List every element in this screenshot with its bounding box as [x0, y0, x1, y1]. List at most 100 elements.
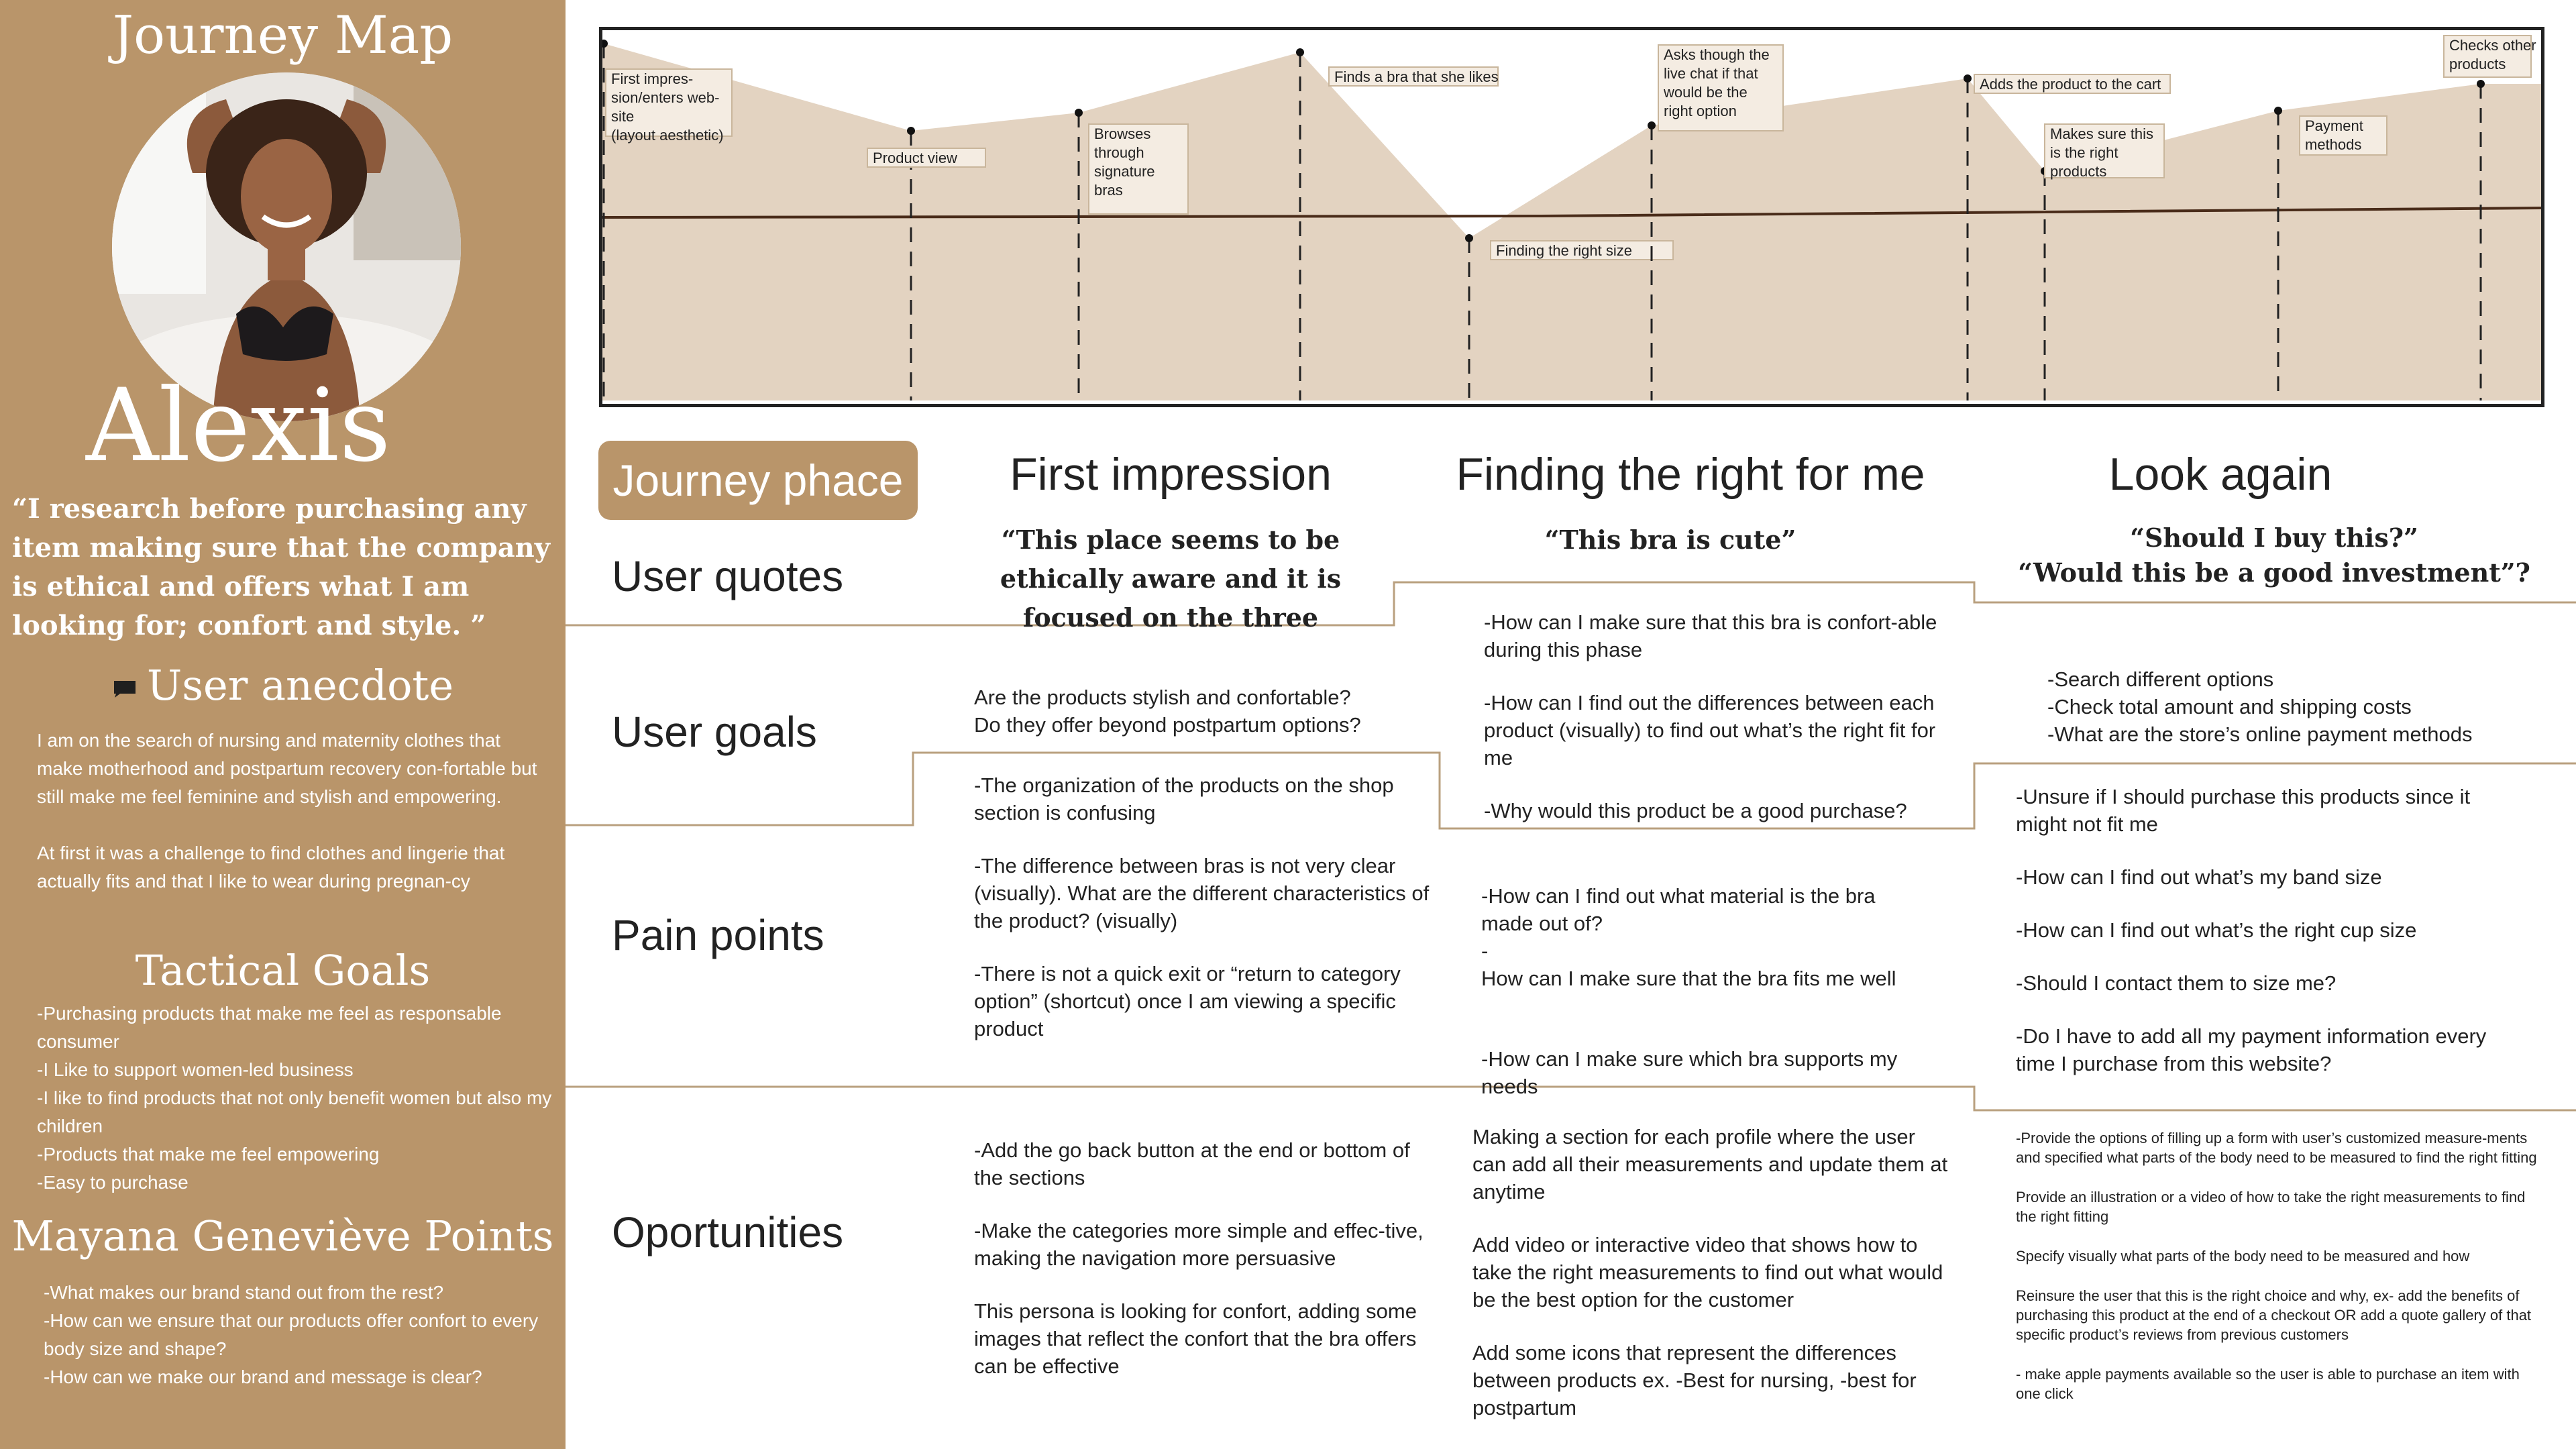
- journey-step-label-box: [1088, 123, 1189, 215]
- row-label-user-goals: User goals: [612, 708, 817, 756]
- journey-step-label: Finds a bra that she likes: [1334, 68, 1499, 85]
- goals-look-again: -Search different options -Check total a…: [2047, 638, 2544, 801]
- journey-step-marker: [1075, 109, 1083, 117]
- journey-step-label-box: [2044, 123, 2165, 178]
- list-item: -How can we make our brand and message i…: [44, 1366, 482, 1387]
- pain-item: -The organization of the products on the…: [974, 773, 1394, 824]
- journey-step-label-box: [1658, 44, 1784, 131]
- goal-item: -Search different options -Check total a…: [2047, 667, 2473, 746]
- journey-step-marker: [907, 127, 915, 135]
- journey-step-label: Finding the right size: [1496, 242, 1632, 259]
- page-title: Journey Map: [112, 5, 453, 66]
- persona-sidebar: Journey Map Alexis “I research before pu…: [0, 0, 566, 1449]
- opportunity-item: -Provide the options of filling up a for…: [2016, 1130, 2537, 1166]
- opportunities-look-again: -Provide the options of filling up a for…: [2016, 1128, 2539, 1424]
- opportunity-item: -Make the categories more simple and eff…: [974, 1219, 1424, 1270]
- journey-step-marker: [2477, 80, 2485, 88]
- journey-step-marker: [1296, 48, 1304, 56]
- opportunity-item: Specify visually what parts of the body …: [2016, 1248, 2470, 1265]
- journey-step-marker: [2274, 107, 2282, 115]
- goals-first-impression: Are the products stylish and confortable…: [974, 656, 1403, 792]
- list-item: -How can we ensure that our products off…: [44, 1310, 539, 1359]
- opportunity-item: Reinsure the user that this is the right…: [2016, 1287, 2532, 1343]
- pain-first-impression: -The organization of the products on the…: [974, 771, 1430, 1068]
- quote-first-impression: “This place seems to be ethically aware …: [1000, 525, 1342, 633]
- opportunity-item: This persona is looking for confort, add…: [974, 1299, 1417, 1378]
- opportunities-finding-fit: Making a section for each profile where …: [1472, 1123, 1949, 1447]
- journey-chart: First impres-sion/enters web-site(layout…: [599, 27, 2544, 407]
- persona-name: Alexis: [86, 368, 391, 484]
- brand-points-list: -What makes our brand stand out from the…: [44, 1279, 560, 1391]
- tactical-goals-list: -Purchasing products that make me feel a…: [37, 1000, 553, 1197]
- row-label-opportunities: Oportunities: [612, 1208, 844, 1256]
- goals-finding-fit: -How can I make sure that this bra is co…: [1484, 608, 1953, 850]
- pain-finding-fit: -How can I find out what material is the…: [1481, 855, 1911, 1153]
- row-label-user-quotes: User quotes: [612, 552, 844, 600]
- phase-header-first-impression: First impression: [1010, 449, 1332, 500]
- journey-step-marker: [1964, 74, 1972, 83]
- phase-header-look-again: Look again: [2108, 449, 2332, 500]
- pain-item: -There is not a quick exit or “return to…: [974, 962, 1401, 1040]
- journey-step-label: Adds the product to the cart: [1980, 76, 2161, 93]
- pain-item: -How can I find out what’s the right cup…: [2016, 918, 2417, 942]
- list-item: -Easy to purchase: [37, 1172, 189, 1193]
- list-item: -Products that make me feel empowering: [37, 1144, 380, 1165]
- pain-item: -How can I make sure which bra supports …: [1481, 1047, 1898, 1098]
- anecdote-text: I am on the search of nursing and matern…: [37, 727, 547, 896]
- journey-area: [602, 44, 2541, 400]
- list-item: -What makes our brand stand out from the…: [44, 1282, 444, 1303]
- journey-step-label: First impres-sion/enters web-site(layout…: [611, 70, 724, 144]
- list-item: -I Like to support women-led business: [37, 1059, 354, 1080]
- opportunity-item: -Add the go back button at the end or bo…: [974, 1138, 1410, 1189]
- anecdote-paragraph: I am on the search of nursing and matern…: [37, 730, 537, 807]
- list-item: -I like to find products that not only b…: [37, 1087, 552, 1136]
- anecdote-heading-text: User anecdote: [146, 661, 454, 710]
- journey-step-label-box: [1490, 240, 1674, 260]
- journey-step-label-box: [2443, 35, 2532, 78]
- chat-bubble-icon: [113, 680, 136, 698]
- journey-step-marker: [1648, 121, 1656, 129]
- journey-step-label-box: [1328, 66, 1499, 87]
- journey-step: Product view: [867, 127, 986, 400]
- journey-step-marker: [602, 40, 608, 48]
- journey-step: Finding the right size: [1465, 234, 1674, 400]
- anecdote-heading: User anecdote: [0, 661, 566, 710]
- phase-header-finding-fit: Finding the right for me: [1456, 449, 1925, 500]
- opportunity-item: Add some icons that represent the differ…: [1472, 1341, 1917, 1419]
- quote-look-again: “Should I buy this?” “Would this be a go…: [2018, 523, 2530, 588]
- list-item: -Purchasing products that make me feel a…: [37, 1003, 502, 1052]
- opportunity-item: Provide an illustration or a video of ho…: [2016, 1189, 2526, 1225]
- goal-item: -Why would this product be a good purcha…: [1484, 799, 1907, 822]
- tactical-goals-heading: Tactical Goals: [135, 946, 431, 995]
- journey-baseline: [602, 207, 2541, 219]
- row-label-pain-points: Pain points: [612, 911, 824, 959]
- pain-item: -The difference between bras is not very…: [974, 854, 1430, 932]
- opportunities-first-impression: -Add the go back button at the end or bo…: [974, 1136, 1430, 1405]
- journey-chart-svg: First impres-sion/enters web-site(layout…: [602, 35, 2541, 400]
- journey-step-marker: [1465, 234, 1473, 242]
- goal-item: -How can I make sure that this bra is co…: [1484, 610, 1937, 661]
- journey-phase-pill: Journey phace: [598, 441, 918, 520]
- persona-quote: “I research before purchasing any item m…: [12, 493, 550, 641]
- opportunity-item: Add video or interactive video that show…: [1472, 1233, 1943, 1311]
- journey-step-label-box: [1974, 74, 2171, 94]
- brand-points-heading: Mayana Geneviève Points: [11, 1212, 554, 1260]
- journey-step-label-box: [2299, 115, 2387, 156]
- pain-look-again: -Unsure if I should purchase this produc…: [2016, 783, 2526, 1103]
- opportunity-item: Making a section for each profile where …: [1472, 1125, 1948, 1203]
- pain-item: -How can I find out what material is the…: [1481, 884, 1896, 990]
- opportunity-item: - make apple payments available so the u…: [2016, 1366, 2520, 1402]
- journey-step-label-box: [867, 148, 986, 168]
- pain-item: -Should I contact them to size me?: [2016, 971, 2337, 995]
- journey-step: Finds a bra that she likes: [1296, 48, 1499, 400]
- pain-item: -How can I find out what’s my band size: [2016, 865, 2382, 889]
